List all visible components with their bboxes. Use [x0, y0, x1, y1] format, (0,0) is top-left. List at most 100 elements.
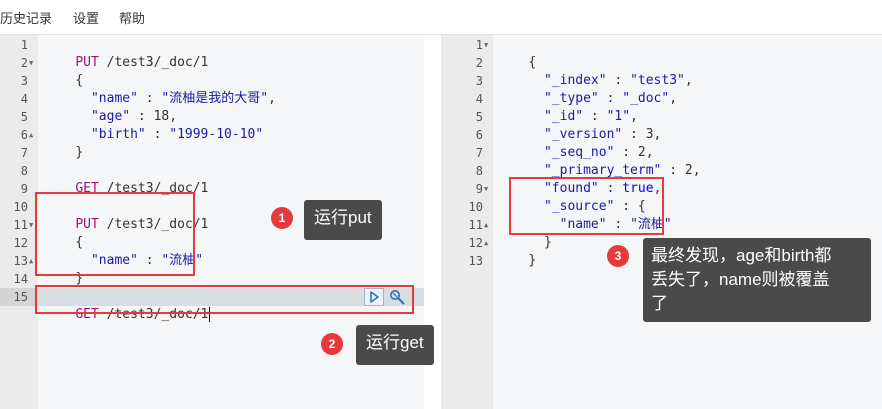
json-key: "_version" [528, 127, 623, 142]
json-value: 18 [153, 109, 170, 124]
code-line-10[interactable]: PUT /test3/_doc/1 [44, 198, 208, 232]
highlight-source-field [509, 177, 664, 235]
json-key: "name" [528, 217, 607, 232]
json-key: "_type" [528, 91, 599, 106]
menu-bar: 历史记录 设置 帮助 [0, 0, 882, 35]
fold-open-icon[interactable]: ▼ [29, 59, 34, 67]
fold-open-icon[interactable]: ▼ [484, 185, 489, 193]
line-number-text: 6 [20, 128, 28, 142]
request-gutter [0, 35, 38, 409]
line-number: 8 [441, 162, 483, 180]
code-line-3[interactable]: "name" : "流柚是我的大哥", [44, 72, 276, 106]
code-line-11[interactable]: { [44, 216, 83, 250]
json-value: "流柚" [630, 217, 672, 232]
line-number-text: 14 [13, 272, 28, 286]
separator: : [614, 199, 638, 214]
code-line-8[interactable]: GET /test3/_doc/1 [44, 162, 208, 196]
line-number: 6 [441, 126, 483, 144]
line-number: 11 [441, 216, 483, 234]
code-line-5[interactable]: "birth" : "1999-10-10" [44, 108, 263, 142]
line-number: 12 [0, 234, 28, 252]
json-value: 2 [684, 163, 693, 178]
line-number: 5 [0, 108, 28, 126]
highlight-put-request [35, 192, 195, 276]
menu-help[interactable]: 帮助 [119, 12, 146, 27]
http-method: GET [75, 307, 99, 322]
active-line-highlight [38, 288, 424, 306]
annotation-conclusion-line-3: 了 [651, 294, 668, 313]
annotation-run-put: 运行put [304, 200, 382, 240]
line-number: 13 [441, 252, 483, 270]
fold-close-icon[interactable]: ▲ [29, 131, 34, 139]
fold-open-icon[interactable]: ▼ [29, 221, 34, 229]
json-key: "_id" [528, 109, 584, 124]
code-line-15[interactable]: GET /test3/_doc/1 [44, 288, 211, 322]
brace: { [637, 199, 646, 214]
line-number: 4 [0, 90, 28, 108]
line-number-text: 12 [468, 236, 483, 250]
active-line-gutter [0, 288, 38, 306]
line-number: 11 [0, 216, 28, 234]
json-value: "_doc" [622, 91, 670, 106]
json-key: "_source" [528, 199, 615, 214]
fold-close-icon[interactable]: ▲ [484, 221, 489, 229]
line-number-text: 7 [20, 146, 28, 160]
json-key: "birth" [75, 127, 146, 142]
run-request-button[interactable] [364, 288, 384, 306]
response-gutter [441, 35, 493, 409]
line-number: 9 [0, 180, 28, 198]
code-line-12[interactable]: "name" : "流柚" [44, 234, 203, 268]
code-line-6[interactable]: } [44, 126, 83, 160]
line-number: 1 [0, 36, 28, 54]
json-key: "age" [75, 109, 131, 124]
line-number: 7 [441, 144, 483, 162]
line-number-text: 2 [20, 56, 28, 70]
line-number-text: 9 [20, 182, 28, 196]
json-value: "test3" [630, 73, 685, 88]
response-line-9: "_source" : { [497, 180, 646, 214]
pane-splitter[interactable] [424, 35, 441, 409]
code-line-2[interactable]: { [44, 54, 83, 88]
separator: : [661, 163, 685, 178]
line-number-text: 9 [475, 182, 483, 196]
separator: : [130, 109, 154, 124]
line-number: 13 [0, 252, 28, 270]
json-value: "流柚是我的大哥" [161, 91, 269, 106]
brace: } [75, 145, 84, 160]
response-line-7: "_primary_term" : 2, [497, 144, 701, 178]
line-number-text: 11 [468, 218, 483, 232]
json-key: "_primary_term" [528, 163, 662, 178]
line-number: 15 [0, 288, 28, 306]
separator: : [606, 73, 631, 88]
separator: : [614, 145, 638, 160]
menu-history[interactable]: 历史记录 [0, 12, 53, 27]
code-line-1[interactable]: PUT /test3/_doc/1 [44, 36, 208, 70]
fold-open-icon[interactable]: ▼ [484, 41, 489, 49]
request-settings-button[interactable] [388, 288, 406, 306]
brace: } [528, 235, 552, 250]
brace: { [528, 55, 537, 70]
brace: } [75, 271, 84, 286]
line-number-text: 2 [475, 56, 483, 70]
fold-close-icon[interactable]: ▲ [484, 239, 489, 247]
comma: , [268, 91, 276, 106]
menu-settings[interactable]: 设置 [73, 12, 100, 27]
comma: , [669, 91, 678, 106]
json-key: "name" [75, 253, 138, 268]
line-number-text: 1 [475, 38, 483, 52]
line-number-text: 15 [13, 290, 28, 304]
line-number: 10 [0, 198, 28, 216]
separator: : [137, 91, 162, 106]
line-number: 6 [0, 126, 28, 144]
annotation-run-get: 运行get [356, 325, 434, 365]
response-line-5: "_version" : 3, [497, 108, 661, 142]
fold-close-icon[interactable]: ▲ [29, 257, 34, 265]
annotation-badge-2: 2 [321, 333, 343, 355]
line-number-text: 4 [20, 92, 28, 106]
code-line-4[interactable]: "age" : 18, [44, 90, 177, 124]
json-key: "found" [528, 181, 599, 196]
json-key: "_index" [528, 73, 607, 88]
code-line-13[interactable]: } [44, 252, 83, 286]
response-line-4: "_id" : "1", [497, 90, 638, 124]
